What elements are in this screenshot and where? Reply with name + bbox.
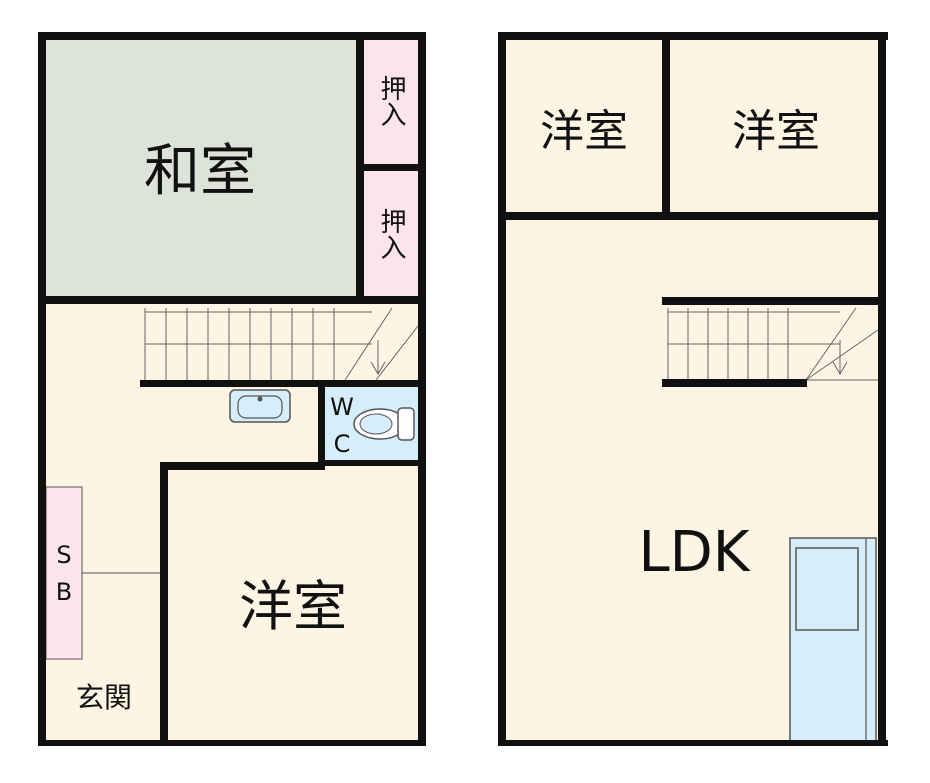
- floor-2: 洋室 洋室 LDK: [498, 32, 888, 746]
- toilet: [353, 407, 415, 441]
- kitchen-counter: [789, 537, 877, 743]
- western-room-label: 洋室: [239, 575, 347, 638]
- wc-label-w: W: [330, 393, 354, 421]
- japanese-room: [44, 38, 360, 298]
- closet-upper: [364, 38, 418, 164]
- shoe-box-label-b: B: [56, 578, 72, 606]
- stairs-floor-1: [144, 307, 419, 381]
- floor-1: 和室 押入 押入 W C 洋室 S B 玄関: [38, 32, 426, 746]
- closet-upper-label: 押入: [376, 75, 406, 127]
- shoe-box: [45, 486, 83, 660]
- closet-lower-label: 押入: [376, 208, 406, 260]
- floor-1-walls: [38, 32, 426, 746]
- floor-2-walls: [498, 32, 888, 746]
- stairs-floor-2: [667, 307, 879, 381]
- western-room-right-label: 洋室: [732, 106, 820, 157]
- entrance-label: 玄関: [76, 681, 132, 714]
- western-room-left-label: 洋室: [540, 106, 628, 157]
- wc-label-c: C: [334, 430, 351, 458]
- ldk-label: LDK: [638, 520, 750, 585]
- shoe-box-label-s: S: [56, 541, 71, 569]
- japanese-room-label: 和室: [144, 139, 256, 204]
- closet-lower: [364, 170, 418, 298]
- washbasin: [229, 389, 291, 423]
